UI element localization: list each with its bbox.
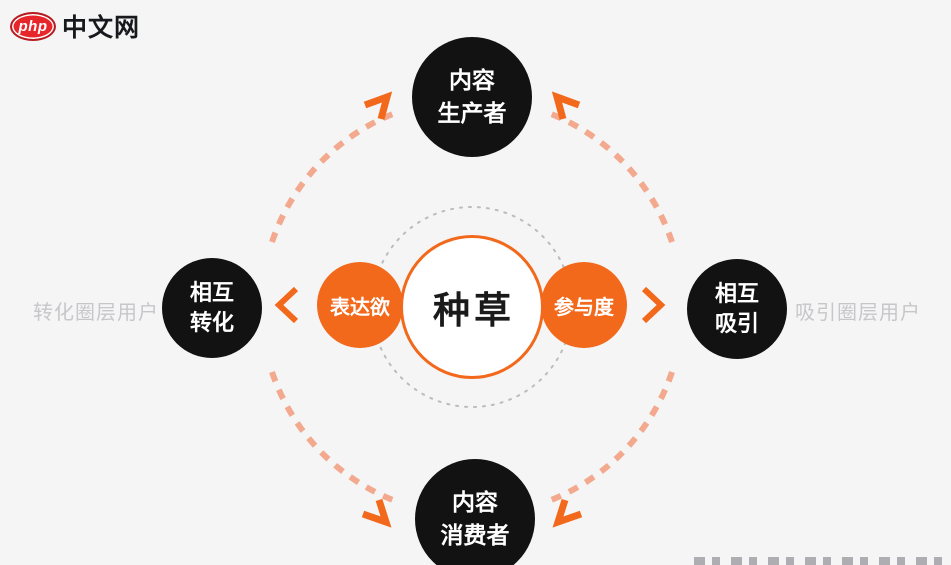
- node-content-producer-line1: 内容: [449, 67, 495, 93]
- arrowhead-to-top-left-icon: [363, 91, 393, 120]
- node-mutual-conversion-line1: 相互: [189, 280, 234, 305]
- site-logo[interactable]: php 中文网: [10, 8, 140, 44]
- node-content-consumer: 内容 消费者: [415, 459, 535, 565]
- arrowhead-to-bottom-left-icon: [361, 498, 392, 528]
- chevron-right-icon: [641, 286, 666, 324]
- node-mutual-attraction: 相互 吸引: [687, 259, 787, 359]
- side-label-attract-users: 吸引圈层用户: [795, 302, 921, 324]
- clipped-text-fragments: [694, 557, 950, 565]
- driver-expression-desire: 表达欲: [317, 262, 403, 348]
- node-mutual-attraction-line2: 吸引: [714, 311, 759, 336]
- driver-expression-desire-label: 表达欲: [330, 296, 390, 319]
- center-seeding-circle: 种草: [400, 235, 544, 379]
- dashed-arc-bottom-left: [269, 371, 400, 505]
- driver-participation: 参与度: [541, 262, 627, 348]
- node-content-consumer-line2: 消费者: [440, 522, 510, 548]
- site-logo-text: 中文网: [62, 14, 141, 42]
- node-mutual-attraction-line1: 相互: [714, 281, 759, 306]
- node-content-consumer-line1: 内容: [452, 489, 498, 515]
- dashed-arc-bottom-right: [544, 371, 675, 505]
- arrowhead-to-bottom-right-icon: [552, 498, 583, 528]
- driver-participation-label: 参与度: [554, 296, 614, 319]
- dashed-arc-top-right: [544, 109, 675, 243]
- center-seeding-label: 种草: [433, 290, 515, 331]
- node-mutual-conversion: 相互 转化: [162, 258, 262, 358]
- side-label-convert-users: 转化圈层用户: [33, 302, 159, 324]
- arrowhead-to-top-right-icon: [551, 91, 581, 120]
- dashed-arc-top-left: [269, 109, 400, 243]
- node-content-producer-line2: 生产者: [437, 100, 507, 126]
- node-mutual-conversion-line2: 转化: [189, 310, 234, 335]
- chevron-left-icon: [274, 286, 299, 324]
- php-logo-badge: php: [10, 11, 56, 41]
- node-content-producer: 内容 生产者: [412, 37, 532, 157]
